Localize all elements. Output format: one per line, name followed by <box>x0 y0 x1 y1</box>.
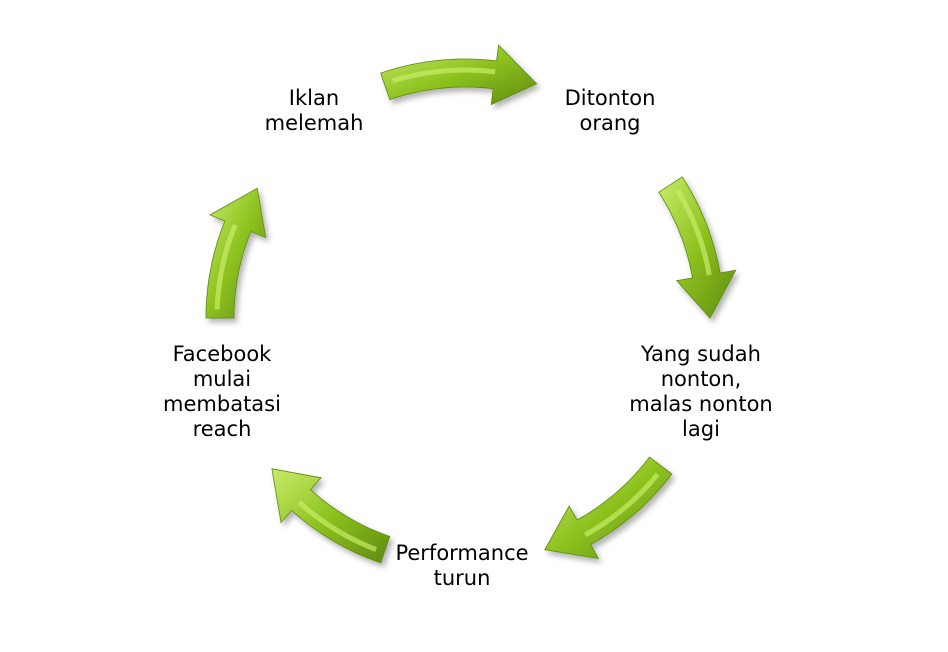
step-line: Performance <box>395 541 529 565</box>
step-line: melemah <box>264 111 364 135</box>
step-line: Yang sudah <box>641 342 761 366</box>
arrow-to-ditonton-highlight <box>391 67 496 84</box>
arrow-to-performance-highlight <box>583 472 660 538</box>
step-iklan-melemah: Iklan melemah <box>265 86 364 136</box>
step-line: membatasi <box>163 392 281 416</box>
arrow-to-performance <box>544 456 673 560</box>
step-line: malas nonton <box>629 392 773 416</box>
step-performance-turun: Performance turun <box>395 541 528 591</box>
arrow-to-iklan <box>205 187 267 319</box>
arrow-to-malas-nonton-highlight <box>675 189 712 276</box>
step-line: reach <box>192 417 252 441</box>
step-line: Facebook <box>172 342 272 366</box>
arrow-to-facebook-highlight <box>297 500 377 552</box>
step-line: orang <box>579 111 641 135</box>
step-ditonton-orang: Ditonton orang <box>565 86 656 136</box>
step-malas-nonton: Yang sudah nonton, malas nonton lagi <box>629 342 773 442</box>
step-line: Iklan <box>288 86 340 110</box>
arrow-to-iklan-highlight <box>214 224 238 310</box>
step-line: Ditonton <box>564 86 656 110</box>
step-line: nonton, <box>660 367 742 391</box>
step-facebook-membatasi: Facebook mulai membatasi reach <box>163 342 281 442</box>
arrow-to-ditonton <box>380 44 538 106</box>
step-line: turun <box>433 566 491 590</box>
arrow-to-malas-nonton <box>658 176 737 319</box>
arrow-to-facebook <box>271 468 391 564</box>
step-line: mulai <box>192 367 252 391</box>
step-line: lagi <box>682 417 720 441</box>
